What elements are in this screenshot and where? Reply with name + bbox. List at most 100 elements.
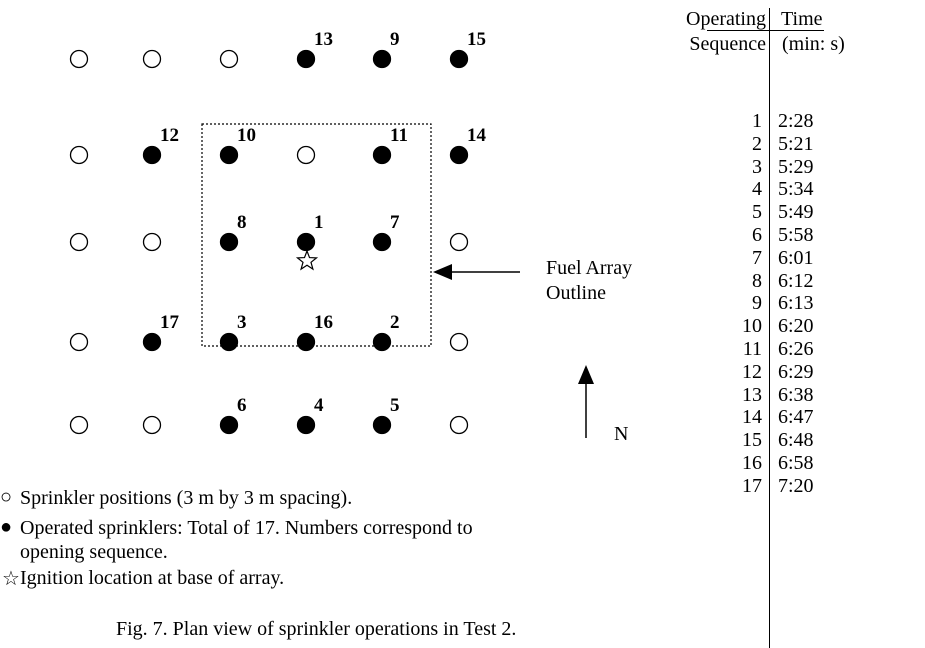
sequence-label: 17 — [160, 312, 180, 333]
table-cell-time: 6:20 — [778, 315, 814, 338]
operated-sprinkler — [372, 49, 392, 69]
sequence-label: 11 — [390, 125, 408, 146]
table-cell-sequence: 1 — [752, 110, 762, 132]
table-header-sequence-line1: Operating — [686, 8, 766, 30]
north-arrow — [578, 365, 594, 438]
table-cell-time: 7:20 — [778, 474, 814, 497]
sprinkler-position — [449, 415, 469, 435]
table-cell-sequence: 3 — [752, 155, 762, 178]
operated-sprinkler — [372, 332, 392, 352]
table-cell-time: 5:49 — [778, 201, 814, 224]
operated-sprinkler — [219, 332, 239, 352]
operated-sprinkler — [219, 232, 239, 252]
sprinkler-position — [142, 232, 162, 252]
operated-sprinkler — [372, 415, 392, 435]
sequence-label: 5 — [390, 395, 400, 416]
fuel-array-label-line1: Fuel Array — [546, 257, 633, 279]
sequence-label: 8 — [237, 212, 247, 233]
table-cell-time: 5:29 — [778, 155, 814, 178]
sequence-label: 13 — [314, 29, 333, 50]
sequence-label: 15 — [467, 29, 486, 50]
legend-operated-text-line1: Operated sprinklers: Total of 17. Number… — [20, 517, 473, 539]
sequence-label: 3 — [237, 312, 247, 333]
operated-sprinkler — [219, 415, 239, 435]
operated-sprinkler — [449, 145, 469, 165]
sequence-label: 10 — [237, 125, 256, 146]
table-cell-sequence: 13 — [742, 383, 762, 406]
table-cell-time: 6:13 — [778, 292, 814, 315]
table-cell-time: 6:38 — [778, 383, 814, 406]
sequence-label: 2 — [390, 312, 400, 333]
table-cell-time: 5:21 — [778, 132, 814, 155]
operated-sprinkler — [296, 49, 316, 69]
sequence-label: 7 — [390, 212, 400, 233]
legend-ignition-text: Ignition location at base of array. — [20, 567, 285, 589]
north-label: N — [614, 423, 629, 445]
table-cell-sequence: 15 — [742, 429, 762, 452]
legend-operated-text-line2: opening sequence. — [20, 541, 168, 563]
sequence-label: 14 — [467, 125, 487, 146]
operated-sprinkler — [296, 332, 316, 352]
fuel-array-label-line2: Outline — [546, 282, 606, 304]
table-header-rule — [707, 30, 824, 31]
sprinkler-position — [69, 332, 89, 352]
filled-circle-icon: ● — [0, 516, 13, 538]
sequence-label: 1 — [314, 212, 324, 233]
sprinkler-position — [69, 49, 89, 69]
table-cell-sequence: 9 — [752, 292, 762, 315]
table-cell-sequence: 17 — [742, 474, 762, 497]
operated-sprinkler — [372, 232, 392, 252]
table-cell-time: 6:01 — [778, 246, 814, 269]
operated-sprinkler — [372, 145, 392, 165]
table-cell-sequence: 12 — [742, 360, 762, 383]
table-header-time-line2: (min: s) — [782, 33, 845, 55]
table-cell-time: 5:34 — [778, 178, 814, 201]
operated-sprinkler — [142, 332, 162, 352]
ignition-star-icon — [295, 249, 319, 271]
ignition-star-legend-icon: ☆ — [2, 568, 20, 590]
table-cell-sequence: 14 — [742, 406, 762, 429]
table-cell-time: 6:58 — [778, 452, 814, 474]
table-cell-sequence: 10 — [742, 315, 762, 338]
table-cell-time: 5:58 — [778, 224, 814, 246]
operated-sprinkler — [449, 49, 469, 69]
table-cell-time: 6:47 — [778, 406, 814, 429]
table-header-sequence-line2: Sequence — [689, 33, 766, 55]
table-cell-sequence: 5 — [752, 201, 762, 224]
fuel-array-outline — [201, 123, 432, 347]
table-cell-time: 6:48 — [778, 429, 814, 452]
table-header-time-line1: Time — [781, 8, 823, 30]
operated-sprinkler — [296, 232, 316, 252]
table-cell-time: 6:12 — [778, 269, 814, 292]
sprinkler-position — [449, 332, 469, 352]
sequence-label: 16 — [314, 312, 333, 333]
sprinkler-position — [449, 232, 469, 252]
operated-sprinkler — [296, 415, 316, 435]
figure-caption: Fig. 7. Plan view of sprinkler operation… — [116, 618, 517, 640]
sequence-label: 12 — [160, 125, 179, 146]
table-cell-time: 6:29 — [778, 360, 814, 383]
sequence-label: 9 — [390, 29, 400, 50]
sprinkler-position — [69, 415, 89, 435]
table-cell-sequence: 4 — [752, 178, 762, 201]
table-cell-sequence: 7 — [752, 246, 762, 269]
sprinkler-position — [142, 49, 162, 69]
table-cell-sequence: 11 — [742, 338, 762, 360]
table-cell-sequence: 6 — [752, 224, 762, 246]
sequence-label: 6 — [237, 395, 247, 416]
sequence-label: 4 — [314, 395, 324, 416]
table-column-divider — [769, 8, 770, 648]
sprinkler-position — [219, 49, 239, 69]
sprinkler-position — [296, 145, 316, 165]
legend-open-text: Sprinkler positions (3 m by 3 m spacing)… — [20, 487, 353, 509]
operated-sprinkler — [142, 145, 162, 165]
fuel-array-arrow — [433, 264, 520, 280]
sprinkler-position — [142, 415, 162, 435]
table-cell-sequence: 16 — [742, 452, 762, 474]
open-circle-icon: ○ — [0, 486, 13, 508]
table-cell-time: 6:26 — [778, 338, 814, 360]
table-cell-time: 2:28 — [778, 110, 814, 132]
operated-sprinkler — [219, 145, 239, 165]
table-cell-sequence: 8 — [752, 269, 762, 292]
